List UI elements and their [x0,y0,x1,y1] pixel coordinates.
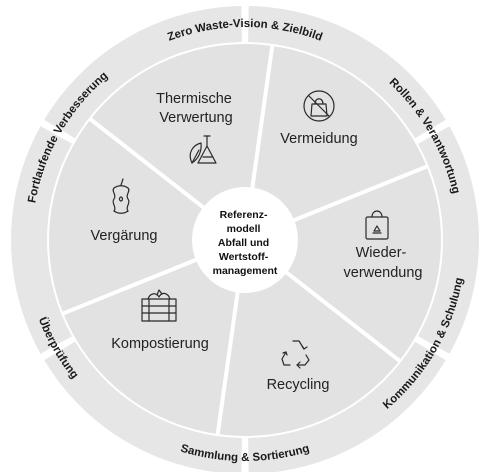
outer-ring-segment [248,6,446,139]
center-circle [192,187,298,293]
compost-bin-icon [141,289,177,322]
outer-ring-segment [10,126,72,354]
segment-separator [215,289,241,436]
segment-label-vergaerung: Vergärung [91,228,158,244]
outer-ring-segment [44,6,242,139]
segment-separator [283,269,402,363]
segment-label-vermeidung: Vermeidung [280,131,357,147]
segment-separator [61,256,200,316]
shopping-bag-icon [303,90,335,122]
reusable-bag-icon [365,210,389,240]
outer-ring-segment [44,341,242,472]
segment-label-recycling: Recycling [267,377,330,393]
apple-core-icon [112,178,130,214]
outer-ring-segment [248,341,446,472]
segment-separator [290,164,429,224]
outer-ring-segment [418,126,479,354]
segment-label-wiederverwendung: Wieder- verwendung [344,245,423,281]
outer-ring [10,6,479,472]
segment-label-kompostierung: Kompostierung [111,336,209,352]
flask-leaf-icon [189,135,217,164]
center-label: Referenz- modell Abfall und Wertstoff- m… [213,209,278,277]
segment-separator [249,44,275,191]
segment-separator [88,117,207,211]
segment-label-thermische-verwertung: Thermische Verwertung [156,91,236,126]
recycling-icon [281,340,310,369]
segment-separators [61,44,429,436]
